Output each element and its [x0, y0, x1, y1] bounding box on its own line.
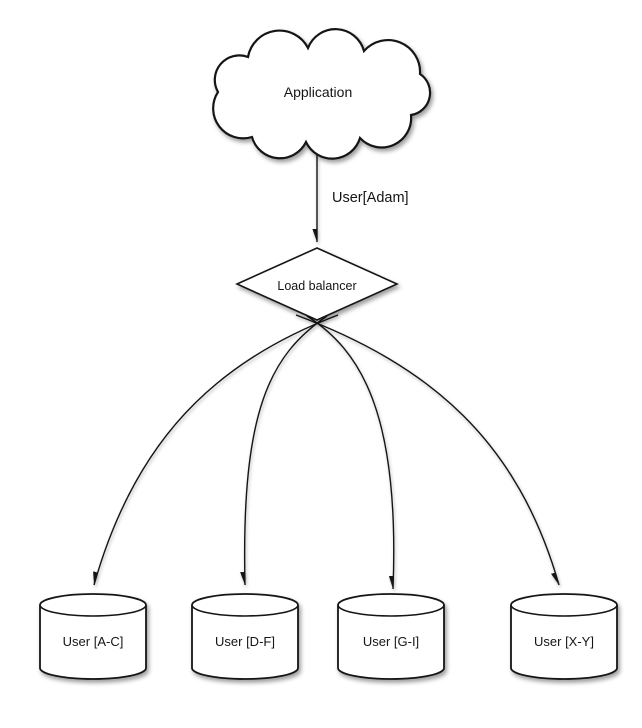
application-label: Application: [284, 84, 353, 100]
edge-lb-to-shard-xy: [295, 314, 560, 586]
cylinder-top-rim: [39, 604, 147, 617]
edge-label-user-adam: User[Adam]: [332, 190, 409, 206]
cylinder-top-rim: [510, 604, 618, 617]
load-balancer-diamond: [235, 247, 399, 321]
shard-df-label: User [D-F]: [215, 634, 275, 649]
shard-ac-cylinder: [39, 593, 147, 680]
cylinder-top-rim: [191, 604, 299, 617]
shard-xy-label: User [X-Y]: [534, 634, 594, 649]
edge-lb-to-shard-ac: [94, 314, 339, 586]
edge-lb-to-shard-gi: [306, 315, 395, 590]
shard-gi-cylinder: [337, 593, 445, 680]
shard-df-cylinder: [191, 593, 299, 680]
shard-xy-cylinder: [510, 593, 618, 680]
shard-gi-label: User [G-I]: [363, 634, 419, 649]
edge-lb-to-shard-df: [245, 315, 328, 586]
application-cloud: [212, 28, 432, 160]
shard-ac-label: User [A-C]: [63, 634, 124, 649]
load-balancer-label: Load balancer: [277, 279, 356, 293]
cylinder-top-rim: [337, 604, 445, 617]
